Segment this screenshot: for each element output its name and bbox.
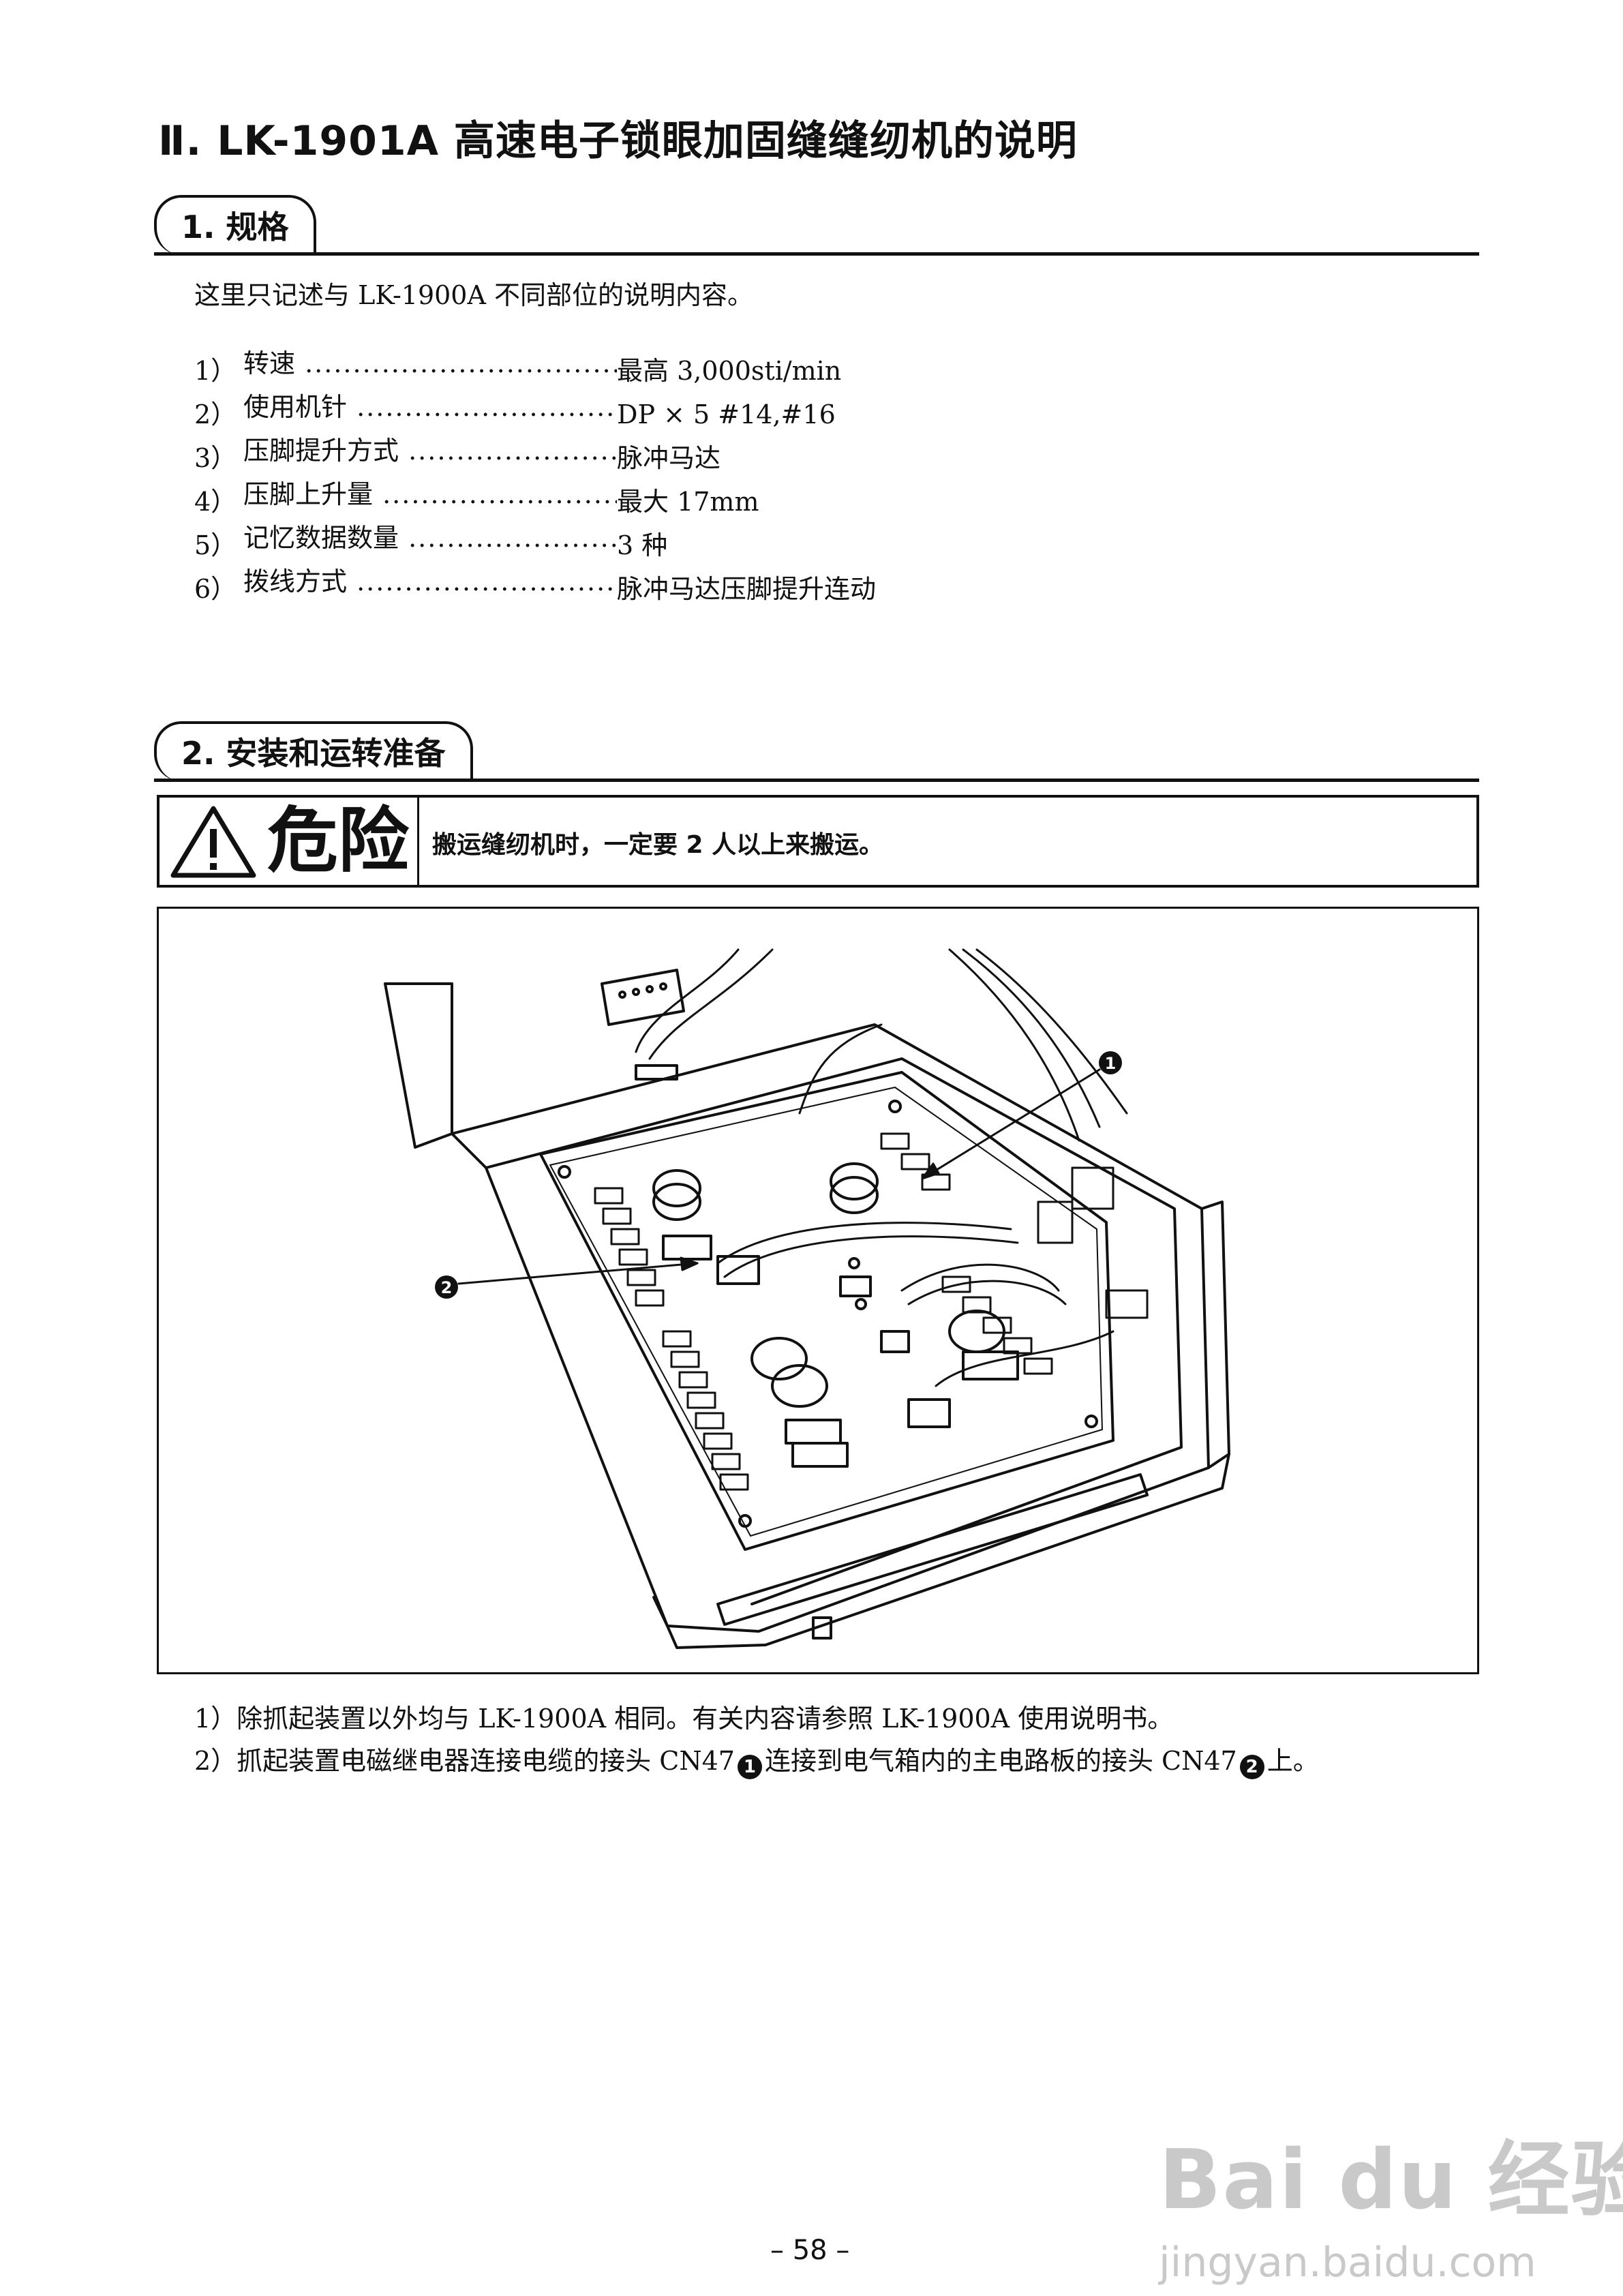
spec-item: 5）记忆数据数量 ...............................… (194, 517, 667, 560)
spec-label: 使用机针 ...................................… (243, 386, 617, 423)
control-box-illustration: 1 2 (384, 948, 1230, 1649)
coils (652, 1162, 1005, 1408)
spec-value: DP × 5 #14,#16 (617, 399, 836, 429)
watermark: Bai du 经验 jingyan.baidu.com (1159, 2113, 1623, 2286)
connectors (635, 1064, 1019, 1468)
section-1-heading: 1. 规格 (154, 195, 316, 255)
spec-value: 脉冲马达压脚提升连动 (617, 574, 877, 604)
spec-label: 压脚提升方式 .................................… (243, 429, 617, 467)
spec-label-text: 转速 (243, 348, 296, 378)
leader-dots: ........................................… (408, 523, 617, 553)
spec-value: 3 种 (617, 530, 668, 560)
spec-label-text: 压脚上升量 (243, 479, 374, 509)
note-2-part-3: 上。 (1266, 1746, 1319, 1776)
spec-value: 最高 3,000sti/min (617, 356, 842, 386)
section-1-intro: 这里只记述与 LK-1900A 不同部位的说明内容。 (194, 280, 754, 310)
spec-item: 1）转速 ...................................… (194, 342, 841, 386)
danger-message: 搬运缝纫机时，一定要 2 人以上来搬运。 (432, 831, 884, 859)
callout-1-marker: 1 (1099, 1051, 1122, 1074)
spec-label-text: 记忆数据数量 (243, 523, 399, 553)
note-2-part-2: 连接到电气箱内的主电路板的接头 CN47 (764, 1746, 1237, 1776)
section-2-rule (154, 779, 1479, 782)
section-1-rule (154, 252, 1479, 256)
spec-label-text: 拨线方式 (243, 567, 348, 596)
cable-harness (635, 948, 1149, 1387)
spec-item: 3）压脚提升方式 ...............................… (194, 429, 721, 473)
danger-word: 危险 (267, 799, 410, 882)
section-2-heading: 2. 安装和运转准备 (154, 721, 473, 781)
callout-1-label: 1 (1105, 1054, 1117, 1073)
danger-warning-box: 危险 搬运缝纫机时，一定要 2 人以上来搬运。 (157, 795, 1479, 888)
callout-1-inline-icon: 1 (737, 1755, 762, 1779)
figure-frame: 1 2 (157, 907, 1479, 1674)
relay-rows (594, 1132, 1053, 1491)
leader-dots: ........................................… (382, 479, 617, 509)
spec-label-text: 使用机针 (243, 392, 348, 422)
callout-leaders (457, 1068, 1101, 1285)
leader-dots: ........................................… (408, 436, 617, 466)
spec-number: 6） (194, 574, 237, 604)
spec-label: 压脚上升量 ..................................… (243, 473, 617, 511)
note-2-part-1: 2）抓起装置电磁继电器连接电缆的接头 CN47 (194, 1746, 735, 1776)
spec-label: 转速 .....................................… (243, 342, 617, 380)
spec-number: 1） (194, 356, 237, 386)
spec-value: 最大 17mm (617, 487, 759, 517)
spec-number: 5） (194, 530, 237, 560)
spec-number: 2） (194, 399, 237, 429)
page-title: Ⅱ. LK-1901A 高速电子锁眼加固缝缝纫机的说明 (158, 117, 1078, 165)
callout-2-inline-icon: 2 (1239, 1755, 1264, 1779)
danger-label-cell: 危险 (160, 798, 419, 885)
watermark-brand: Bai du 经验 (1159, 2133, 1623, 2228)
spec-item: 4）压脚上升量 ................................… (194, 473, 759, 517)
spec-label: 记忆数据数量 .................................… (243, 517, 617, 554)
mounting-rail (716, 1473, 1149, 1640)
page-number: – 58 – (770, 2235, 850, 2266)
watermark-url: jingyan.baidu.com (1159, 2239, 1536, 2286)
terminal-board (601, 969, 685, 1026)
leader-dots: ........................................… (305, 348, 617, 378)
spec-item: 6）拨线方式 .................................… (194, 560, 876, 604)
callout-2-label: 2 (441, 1278, 453, 1297)
spec-number: 3） (194, 443, 237, 473)
spec-value: 脉冲马达 (617, 443, 721, 473)
electrical-box-outline (384, 982, 1230, 1649)
warning-triangle-icon (170, 806, 256, 878)
spec-number: 4） (194, 487, 237, 517)
callout-2-marker: 2 (435, 1275, 458, 1299)
note-1: 1）除抓起装置以外均与 LK-1900A 相同。有关内容请参照 LK-1900A… (194, 1704, 1174, 1734)
spec-label-text: 压脚提升方式 (243, 436, 399, 466)
leader-dots: ........................................… (357, 567, 617, 596)
main-circuit-board (539, 1071, 1114, 1551)
spec-label: 拨线方式 ...................................… (243, 560, 617, 598)
leader-dots: ........................................… (357, 392, 617, 422)
spec-item: 2）使用机针 .................................… (194, 386, 836, 429)
